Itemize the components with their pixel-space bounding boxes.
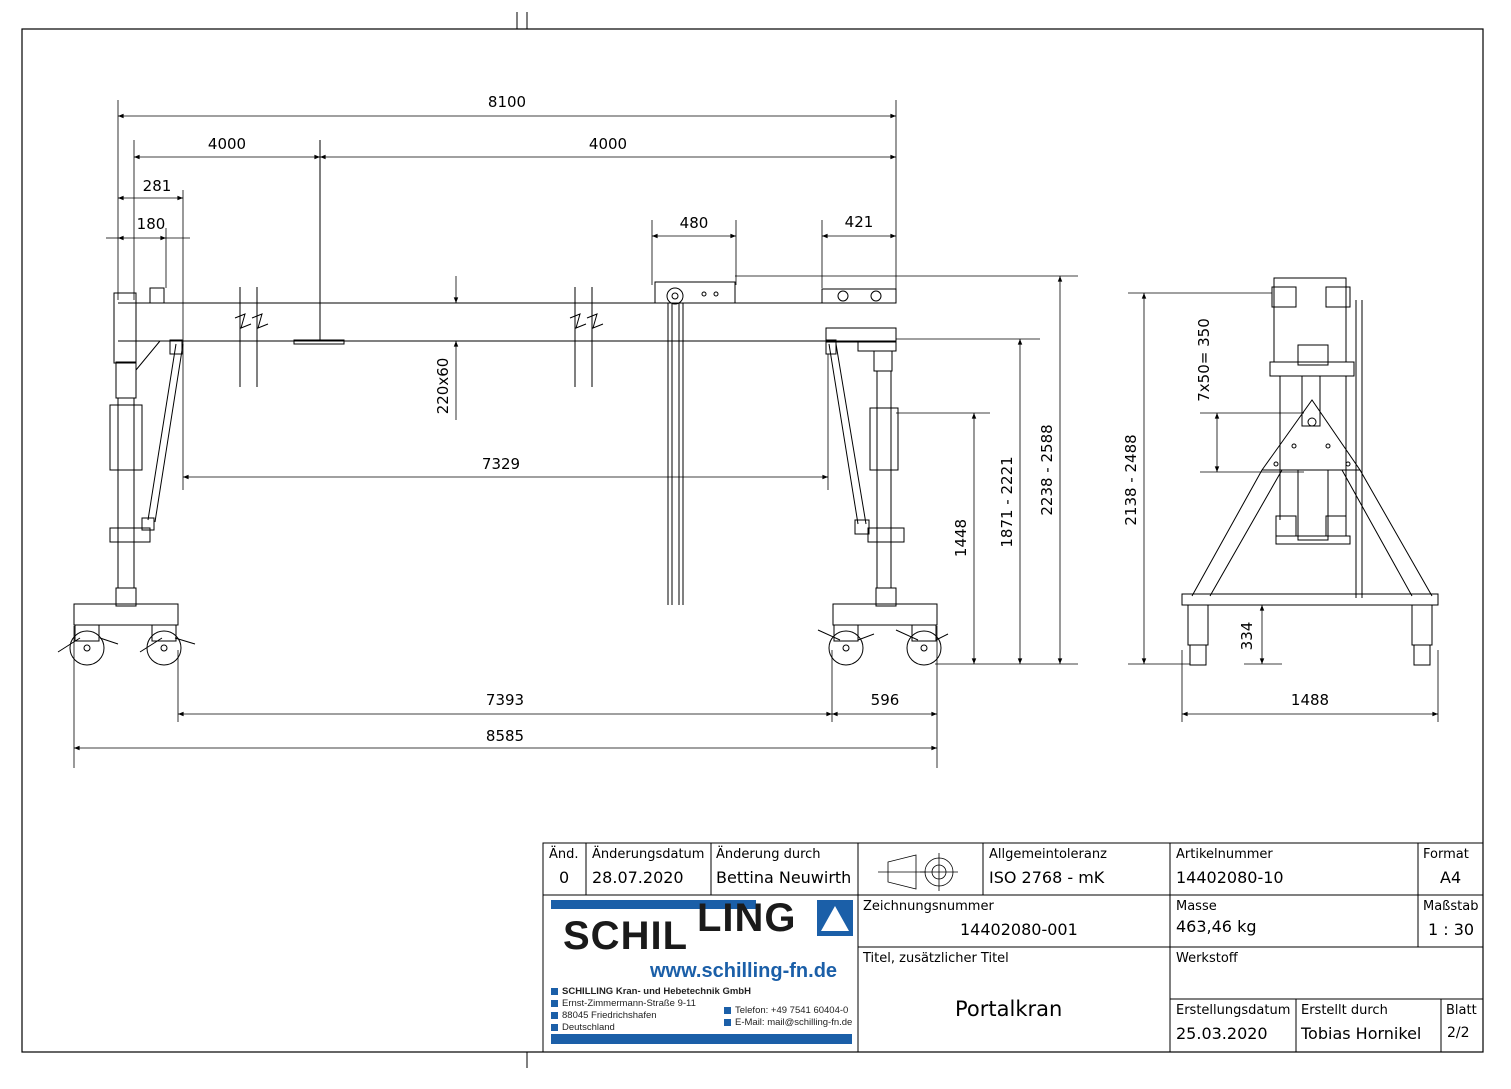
mass-value: 463,46 kg (1176, 917, 1257, 936)
created-date-label: Erstellungsdatum (1176, 1003, 1291, 1018)
drawing-number-label: Zeichnungsnummer (863, 899, 994, 914)
bullet-icon (724, 1006, 731, 1014)
drawing-title: Portalkran (955, 997, 1063, 1021)
rev-value: 0 (559, 868, 570, 887)
side-view (1181, 277, 1439, 666)
change-date-value: 28.07.2020 (592, 868, 684, 887)
sheet-label: Blatt (1446, 1003, 1477, 1018)
drawing-number-value: 14402080-001 (960, 920, 1078, 939)
change-date-label: Änderungsdatum (592, 847, 705, 862)
material-label: Werkstoff (1176, 951, 1238, 966)
logo-ling: LING (697, 896, 797, 940)
company-email: E-Mail: mail@schilling-fn.de (724, 1017, 852, 1028)
tolerance-value: ISO 2768 - mK (989, 868, 1105, 887)
bullet-icon (551, 999, 558, 1007)
article-label: Artikelnummer (1176, 847, 1273, 862)
created-date-value: 25.03.2020 (1176, 1024, 1268, 1043)
dim-281: 281 (143, 177, 172, 195)
dim-4000-right: 4000 (589, 135, 627, 153)
scale-value: 1 : 30 (1428, 920, 1475, 939)
dim-1871-2221: 1871 - 2221 (998, 456, 1016, 547)
rev-label: Änd. (549, 847, 579, 862)
title-label: Titel, zusätzlicher Titel (863, 951, 1009, 966)
bullet-icon (724, 1018, 731, 1026)
company-street: Ernst-Zimmermann-Straße 9-11 (551, 998, 696, 1009)
format-label: Format (1423, 847, 1469, 862)
tolerance-label: Allgemeintoleranz (989, 847, 1107, 862)
dimension-lines (73, 100, 1439, 768)
dim-596: 596 (871, 691, 900, 709)
dim-180: 180 (137, 215, 166, 233)
company-city: 88045 Friedrichshafen (551, 1010, 657, 1021)
dim-4000-left: 4000 (208, 135, 246, 153)
created-by-value: Tobias Hornikel (1301, 1024, 1422, 1043)
mass-label: Masse (1176, 899, 1217, 914)
logo-bottom-bar (551, 1034, 852, 1044)
scale-label: Maßstab (1423, 899, 1479, 914)
created-by-label: Erstellt durch (1301, 1003, 1388, 1018)
dim-480: 480 (680, 214, 709, 232)
dim-2238-2588: 2238 - 2588 (1038, 424, 1056, 515)
dim-8100: 8100 (488, 93, 526, 111)
company-url: www.schilling-fn.de (650, 960, 838, 982)
logo-schil: SCHIL (563, 914, 688, 958)
title-block-grid (542, 842, 1484, 1053)
company-phone: Telefon: +49 7541 60404-0 (724, 1005, 848, 1016)
sheet-value: 2/2 (1447, 1025, 1470, 1041)
bullet-icon (551, 987, 558, 995)
dim-2138-2488: 2138 - 2488 (1122, 434, 1140, 525)
dim-1448: 1448 (952, 519, 970, 557)
dim-7329: 7329 (482, 455, 520, 473)
company-name: SCHILLING Kran- und Hebetechnik GmbH (551, 986, 751, 997)
bullet-icon (551, 1011, 558, 1019)
change-by-value: Bettina Neuwirth (716, 868, 852, 887)
dim-beam-profile: 220x60 (434, 358, 452, 415)
format-value: A4 (1440, 868, 1462, 887)
dim-334: 334 (1238, 622, 1256, 651)
dimension-texts: 8100 4000 4000 281 180 480 421 220x60 73… (137, 93, 1329, 745)
dim-7393: 7393 (486, 691, 524, 709)
front-view (57, 140, 949, 666)
bullet-icon (551, 1023, 558, 1031)
article-value: 14402080-10 (1176, 868, 1284, 887)
dim-7x50: 7x50= 350 (1195, 318, 1213, 401)
projection-symbol-icon (878, 853, 958, 891)
logo-background (545, 896, 856, 1050)
logo-top-bar (551, 900, 756, 909)
dim-8585: 8585 (486, 727, 524, 745)
dim-1488: 1488 (1291, 691, 1329, 709)
dim-421: 421 (845, 213, 874, 231)
change-by-label: Änderung durch (716, 847, 821, 862)
logo-triangle-icon (817, 900, 853, 936)
company-country: Deutschland (551, 1022, 615, 1033)
